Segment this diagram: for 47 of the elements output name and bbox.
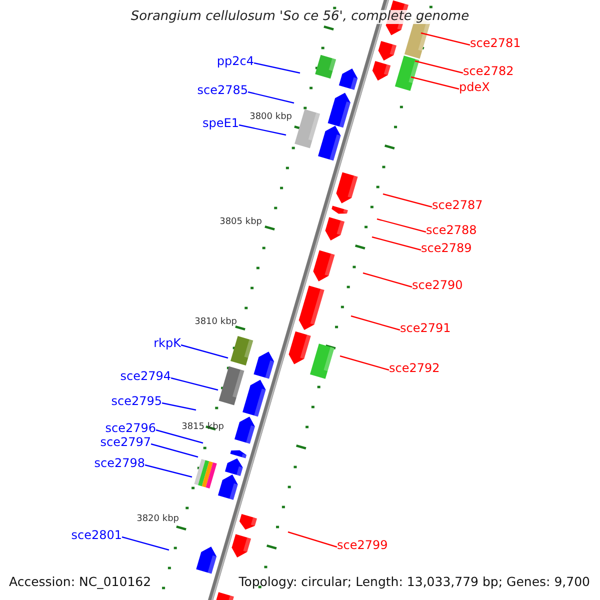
leader-line [350,315,400,331]
gene-label: sce2796 [105,421,156,435]
gene-label: sce2788 [426,223,477,237]
leader-line [170,377,218,391]
leader-line [180,344,228,359]
leader-line [376,218,426,233]
gene-label: sce2792 [389,361,440,375]
leader-line [362,272,412,288]
accession-text: Accession: NC_010162 [9,575,152,589]
gene-label: sce2801 [71,528,122,542]
leader-line [288,531,338,548]
leader-line [150,443,198,458]
leader-line [144,464,192,478]
leader-line [156,429,204,444]
leader-line [420,32,470,46]
gene-label: sce2781 [470,36,521,50]
leader-line [340,355,390,371]
leader-line [248,91,294,104]
leader-line [414,60,464,74]
scale-label: 3820 kbp [136,513,179,526]
gene-label: sce2787 [432,198,483,212]
gene-label: sce2790 [412,278,463,292]
leader-line [372,236,422,251]
leader-line [122,536,170,551]
gene-label: sce2794 [120,369,171,383]
leader-line [162,402,196,411]
gene-label: sce2785 [197,83,248,97]
genome-info-text: Topology: circular; Length: 13,033,779 bp; Genes: 9,700 [238,575,590,589]
gene-label: sce2798 [94,456,145,470]
gene-label: speE1 [202,116,239,130]
scale-label: 3810 kbp [194,316,237,329]
gene-label: rkpK [154,336,181,350]
leader-line [382,193,432,208]
leader-line [410,76,460,90]
gene-label: sce2789 [421,241,472,255]
gene-label: sce2799 [337,538,388,552]
scale-label: 3815 kbp [182,421,224,434]
gene-label: sce2797 [100,435,151,449]
leader-line [254,62,300,74]
gene-label: sce2795 [111,394,162,408]
gene-label: sce2782 [463,64,514,78]
gene-label: pdeX [459,80,490,94]
leader-line [238,124,286,136]
scale-label: 3805 kbp [220,216,262,229]
gene-label: sce2791 [400,321,451,335]
gene-label: pp2c4 [216,54,254,68]
scale-label: 3800 kbp [250,111,292,124]
